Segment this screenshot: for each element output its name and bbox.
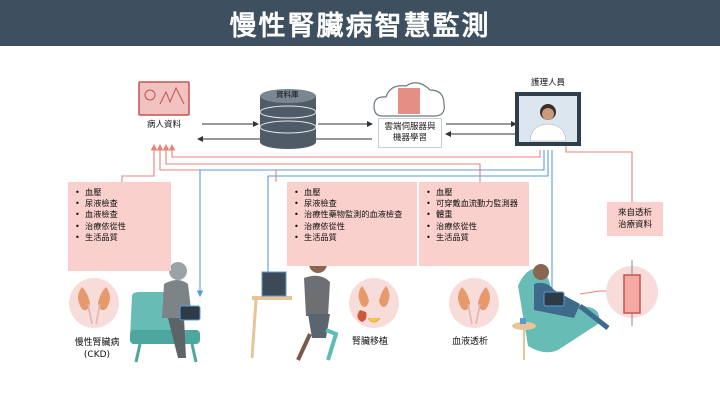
cloud-ml-line-2: 機器學習 [392, 133, 427, 143]
ckd-metric: 尿液檢查 [75, 198, 165, 209]
kidney-icon-transplant [349, 278, 399, 328]
dialysis-source-line-1: 來自透析 [617, 208, 652, 218]
dialysis-source-line-2: 治療資料 [617, 220, 652, 230]
ckd-metric: 血液檢查 [75, 209, 165, 220]
kidney-icon-ckd [69, 278, 119, 328]
transplant-metric: 生活品質 [294, 232, 411, 243]
cloud-icon [373, 82, 445, 117]
ckd-metric: 生活品質 [75, 232, 165, 243]
ckd-stage-line-1: 慢性腎臟病 [74, 338, 120, 348]
dialysis-patient-illustration [512, 264, 610, 360]
ckd-metric: 治療依從性 [75, 221, 165, 232]
title-bar: 慢性腎臟病智慧監測 [0, 0, 720, 46]
transplant-metric: 治療依從性 [294, 221, 411, 232]
database-label: 資料庫 [276, 90, 299, 99]
dialysis-stage-label: 血液透析 [452, 337, 489, 347]
dialysis-metric: 血壓 [426, 187, 523, 198]
dialysis-metric: 可穿戴血流動力監測器 [426, 198, 523, 209]
transplant-metric: 尿液檢查 [294, 198, 411, 209]
cloud-ml-line-1: 雲端伺服器與 [384, 122, 436, 132]
dialysis-metric: 治療依從性 [426, 221, 523, 232]
dialysis-machine-icon [606, 260, 658, 326]
dialysis-metric: 生活品質 [426, 232, 523, 243]
nurse-screen-icon [515, 92, 581, 146]
transplant-metrics-box: 血壓 尿液檢查 治療性藥物監測的血液檢查 治療依從性 生活品質 [287, 182, 417, 266]
kidney-icon-dialysis [449, 278, 499, 328]
patient-data-label: 病人資料 [147, 120, 182, 130]
transplant-metric: 血壓 [294, 187, 411, 198]
blue-arrows [196, 150, 556, 298]
transplant-patient-illustration [250, 255, 339, 361]
ckd-patient-illustration [130, 262, 201, 363]
ckd-metric: 血壓 [75, 187, 165, 198]
dialysis-source-box: 來自透析 治療資料 [607, 202, 663, 236]
monitor-icon [138, 81, 190, 116]
care-staff-label: 護理人員 [531, 78, 566, 88]
transplant-stage-label: 腎臟移植 [352, 337, 389, 347]
dialysis-metrics-box: 血壓 可穿戴血流動力監測器 體重 治療依從性 生活品質 [419, 182, 529, 266]
dialysis-metric: 體重 [426, 209, 523, 220]
transplant-metric: 治療性藥物監測的血液檢查 [294, 209, 411, 220]
ckd-metrics-box: 血壓 尿液檢查 血液檢查 治療依從性 生活品質 [68, 182, 171, 271]
database-icon [259, 89, 317, 149]
page-title: 慢性腎臟病智慧監測 [229, 10, 491, 42]
ckd-stage-label: 慢性腎臟病 (CKD) [64, 337, 130, 361]
data-flow-arrows [197, 121, 517, 142]
ckd-stage-line-2: (CKD) [83, 350, 111, 360]
cloud-ml-label: 雲端伺服器與 機器學習 [378, 118, 442, 148]
red-arrows [121, 143, 633, 295]
